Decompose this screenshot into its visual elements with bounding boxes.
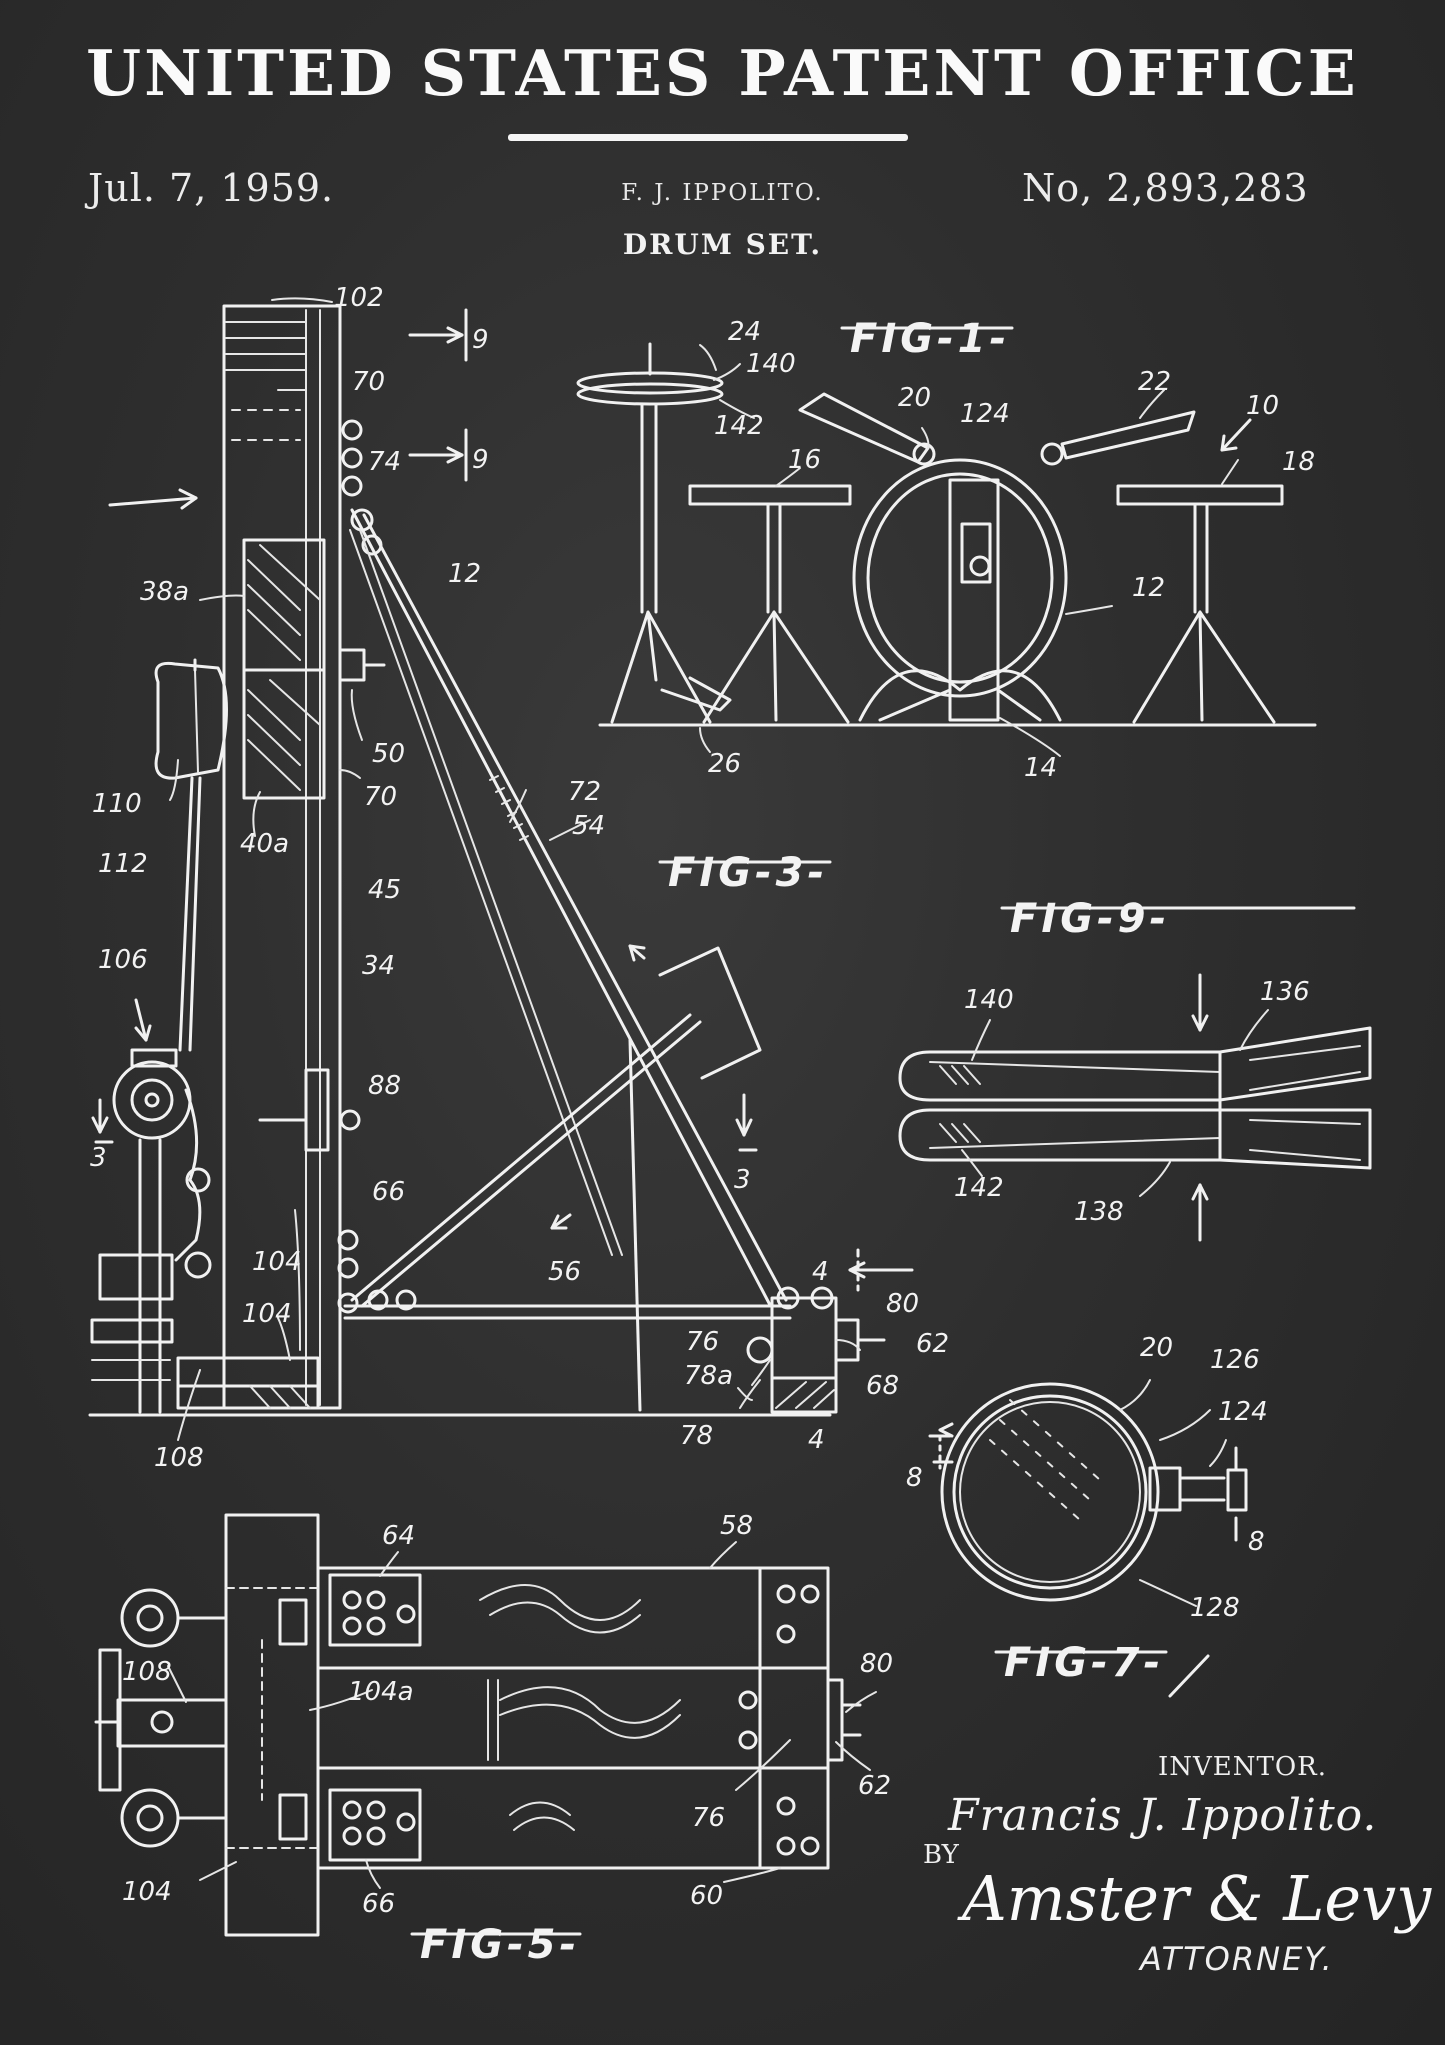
ref-80a: 80 [886, 1289, 919, 1319]
ref-142b: 142 [954, 1173, 1004, 1203]
fig7-drawing: 20 126 124 8 8 128 FIG-7- [906, 1333, 1268, 1698]
ref-108b: 108 [122, 1657, 172, 1687]
ref-56: 56 [548, 1257, 581, 1287]
ref-9a: 9 [472, 325, 489, 355]
ref-128: 128 [1190, 1593, 1240, 1623]
office-title: UNITED STATES PATENT OFFICE [86, 36, 1359, 110]
ref-40a: 40a [240, 829, 289, 859]
ref-124b: 124 [1218, 1397, 1268, 1427]
ref-142a: 142 [714, 411, 764, 441]
ref-22: 22 [1138, 367, 1171, 397]
ref-140a: 140 [746, 349, 796, 379]
ref-24: 24 [728, 317, 761, 347]
ref-12b: 12 [1132, 573, 1165, 603]
ref-138: 138 [1074, 1197, 1124, 1227]
inventor-signature: Francis J. Ippolito. [948, 1790, 1378, 1841]
fig9-drawing: FIG-9- 140 136 14 [898, 896, 1372, 1242]
ref-74: 74 [368, 447, 401, 477]
fig3-drawing: 102 9 70 74 9 38a 12 50 70 110 40a 72 54… [88, 283, 949, 1473]
ref-102: 102 [334, 283, 384, 313]
ref-104c: 104a [348, 1677, 414, 1707]
attorney-label: ATTORNEY. [1140, 1940, 1334, 1978]
ref-62b: 62 [858, 1771, 891, 1801]
ref-70b: 70 [364, 782, 397, 812]
ref-58: 58 [720, 1511, 753, 1541]
ref-60: 60 [690, 1881, 723, 1911]
ref-106: 106 [98, 945, 148, 975]
ref-72: 72 [568, 777, 601, 807]
patent-subject: DRUM SET. [622, 228, 823, 261]
ref-62a: 62 [916, 1329, 949, 1359]
ref-26: 26 [708, 749, 741, 779]
attorney-signature: Amster & Levy [962, 1862, 1432, 1935]
ref-45: 45 [368, 875, 401, 905]
ref-66a: 66 [372, 1177, 405, 1207]
ref-12a: 12 [448, 559, 481, 589]
ref-54: 54 [572, 811, 605, 841]
ref-4a: 4 [812, 1257, 829, 1287]
ref-126: 126 [1210, 1345, 1260, 1375]
ref-64: 64 [382, 1521, 415, 1551]
patent-number: No, 2,893,283 [1022, 166, 1309, 210]
ref-10: 10 [1246, 391, 1279, 421]
ref-112: 112 [98, 849, 148, 879]
ref-76a: 76 [686, 1327, 719, 1357]
ref-76b: 76 [692, 1803, 725, 1833]
patent-date: Jul. 7, 1959. [88, 166, 335, 210]
fig9-label: FIG-9- [1010, 896, 1170, 942]
ref-3a: 3 [90, 1143, 107, 1173]
ref-104d: 104 [122, 1877, 172, 1907]
fig5-label: FIG-5- [420, 1922, 580, 1968]
ref-16: 16 [788, 445, 821, 475]
inventor-header: F. J. IPPOLITO. [621, 180, 824, 206]
ref-136: 136 [1260, 977, 1310, 1007]
fig1-label: FIG-1- [850, 316, 1010, 362]
ref-14: 14 [1024, 753, 1057, 783]
ref-78: 78 [680, 1421, 713, 1451]
title-underline [508, 134, 908, 141]
fig1-drawing: 24 140 142 20 124 22 10 16 18 12 26 14 F… [576, 316, 1317, 783]
ref-124a: 124 [960, 399, 1010, 429]
ref-8b: 8 [1248, 1527, 1265, 1557]
ref-50: 50 [372, 739, 405, 769]
ref-68: 68 [866, 1371, 899, 1401]
ref-108a: 108 [154, 1443, 204, 1473]
ref-8a: 8 [906, 1463, 923, 1493]
by-label: BY [923, 1840, 959, 1870]
ref-20b: 20 [1140, 1333, 1173, 1363]
ref-4b: 4 [808, 1425, 825, 1455]
ref-38a: 38a [140, 577, 189, 607]
ref-20a: 20 [898, 383, 931, 413]
ref-104b: 104 [242, 1299, 292, 1329]
ref-140b: 140 [964, 985, 1014, 1015]
ref-3b: 3 [734, 1165, 751, 1195]
ref-104a: 104 [252, 1247, 302, 1277]
ref-34: 34 [362, 951, 395, 981]
fig5-drawing: 64 58 108 104a 80 62 76 104 66 60 FIG-5- [94, 1511, 893, 1968]
ref-78a: 78a [684, 1361, 733, 1391]
ref-18: 18 [1282, 447, 1315, 477]
fig7-label: FIG-7- [1004, 1640, 1164, 1686]
ref-110: 110 [92, 789, 142, 819]
ref-66b: 66 [362, 1889, 395, 1919]
ref-9b: 9 [472, 445, 489, 475]
ref-80b: 80 [860, 1649, 893, 1679]
fig3-label: FIG-3- [668, 850, 828, 896]
ref-70a: 70 [352, 367, 385, 397]
ref-88: 88 [368, 1071, 401, 1101]
inventor-label: INVENTOR. [1158, 1752, 1328, 1782]
